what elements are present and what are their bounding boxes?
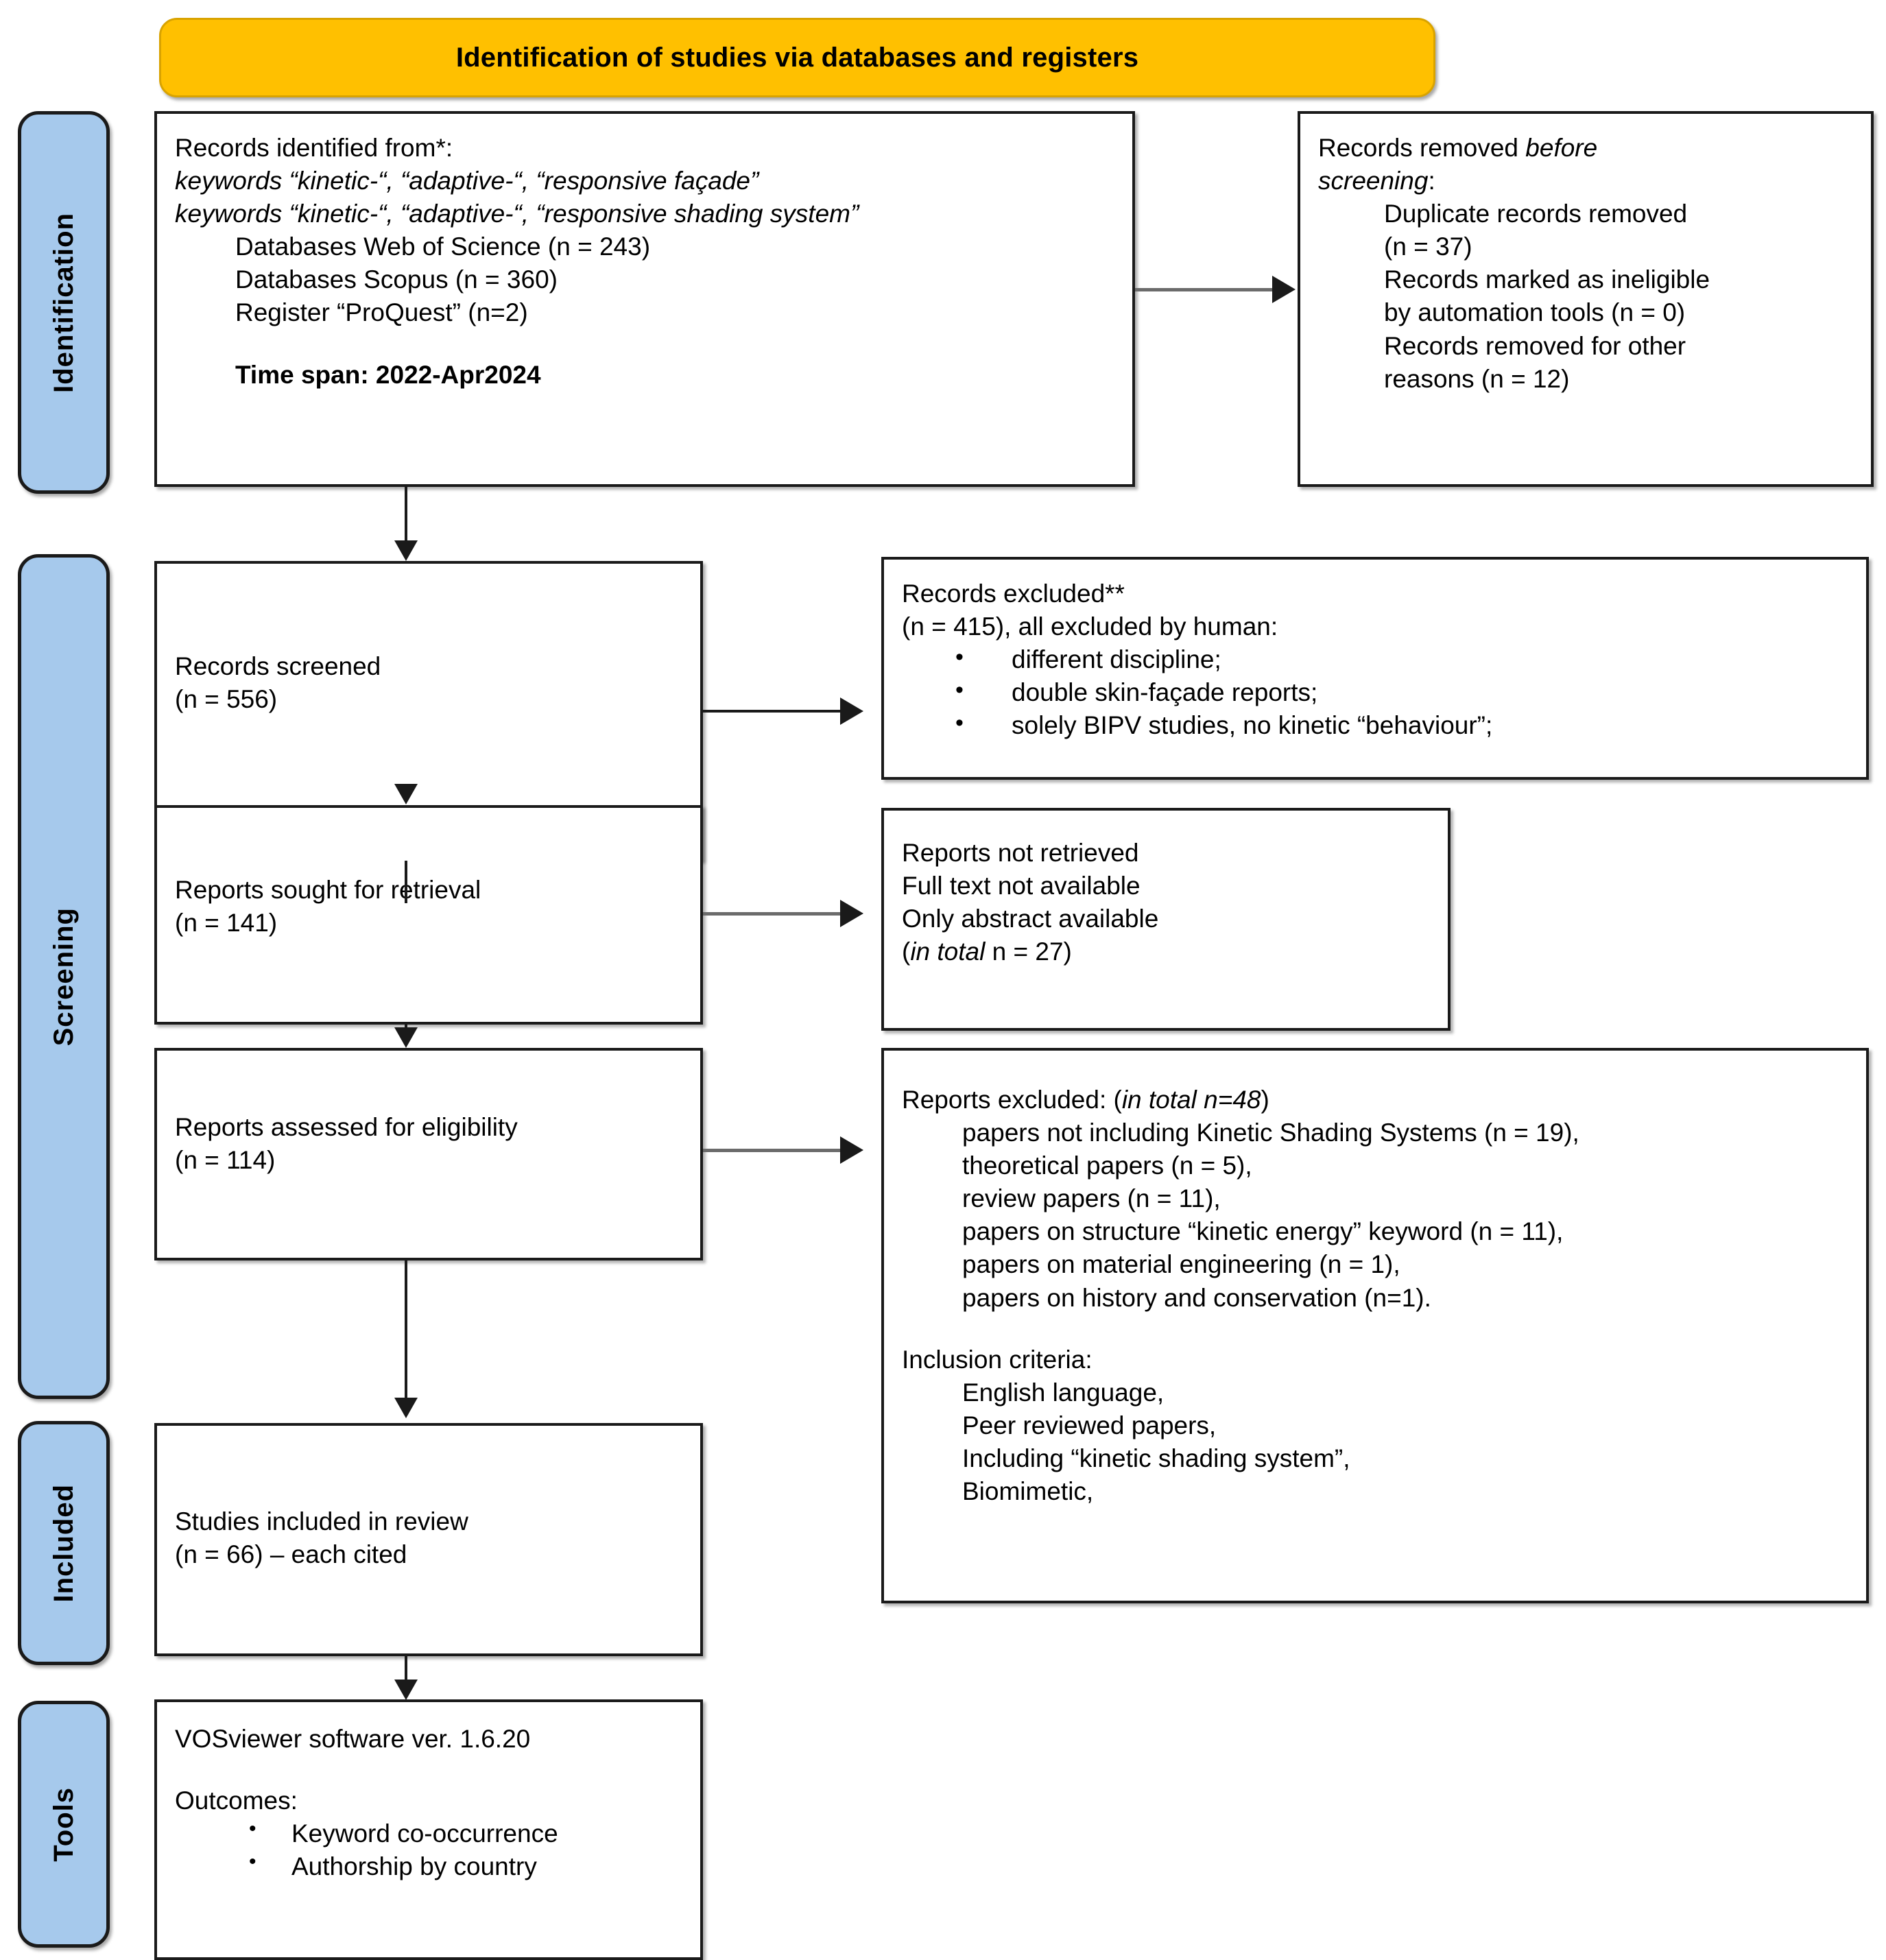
reports-assessed-line-1: Reports assessed for eligibility xyxy=(175,1113,518,1141)
phase-label-tools: Tools xyxy=(18,1701,110,1948)
phase-label-identification: Identification xyxy=(18,111,110,494)
reports-not-retrieved-intotal: in total xyxy=(910,937,986,966)
phase-label-included: Included xyxy=(18,1421,110,1665)
connector-assessed-to-repexcluded-line xyxy=(703,1149,840,1152)
inclusion-criteria-4: Biomimetic, xyxy=(962,1477,1094,1506)
reports-not-retrieved-line-2: Full text not available xyxy=(902,872,1141,900)
records-removed-heading-a: Records removed xyxy=(1318,134,1526,162)
reports-excluded-heading: Reports excluded: (in total n=48) xyxy=(902,1084,1848,1116)
diagram-title-banner: Identification of studies via databases … xyxy=(159,18,1435,97)
records-identified-heading: Records identified from*: xyxy=(175,134,453,162)
reports-excluded-heading-b: in total n=48 xyxy=(1121,1086,1261,1114)
records-removed-heading-b: before xyxy=(1525,134,1598,162)
records-removed-heading-d: : xyxy=(1428,167,1435,195)
connector-assessed-to-repexcluded-arrow xyxy=(840,1136,863,1164)
spacer xyxy=(175,1756,682,1784)
reports-excluded-reason-4: papers on structure “kinetic energy” key… xyxy=(962,1217,1564,1246)
connector-identified-to-screened-arrow xyxy=(394,540,418,561)
records-removed-item-1b: (n = 37) xyxy=(1384,232,1472,261)
records-removed-item-2a: Records marked as ineligible xyxy=(1384,265,1710,294)
phase-label-text: Tools xyxy=(48,1786,79,1862)
connector-identified-to-removed-arrow xyxy=(1272,276,1296,303)
records-removed-heading-line2: screening: xyxy=(1318,165,1853,198)
connector-sought-to-notretrieved-arrow xyxy=(840,900,863,927)
inclusion-criteria-heading: Inclusion criteria: xyxy=(902,1345,1093,1374)
spacer xyxy=(902,1315,1848,1343)
phase-label-text: Screening xyxy=(48,907,79,1047)
box-reports-assessed: Reports assessed for eligibility (n = 11… xyxy=(154,1048,703,1260)
reports-not-retrieved-line-4: (in total n = 27) xyxy=(902,937,1072,966)
reports-not-retrieved-line-1: Reports not retrieved xyxy=(902,839,1139,867)
connector-screened-to-excluded-arrow xyxy=(840,697,863,725)
connector-assessed-to-included-line xyxy=(405,1260,407,1398)
phase-label-text: Identification xyxy=(48,212,79,393)
reports-excluded-heading-a: Reports excluded: ( xyxy=(902,1086,1122,1114)
box-tools-vosviewer: VOSviewer software ver. 1.6.20 Outcomes:… xyxy=(154,1699,703,1960)
reports-sought-line-1: Reports sought for retrieval xyxy=(175,876,481,904)
box-reports-sought: Reports sought for retrieval (n = 141) xyxy=(154,805,703,1025)
spacer xyxy=(175,330,1114,359)
inclusion-criteria-2: Peer reviewed papers, xyxy=(962,1411,1217,1439)
records-excluded-subheading: (n = 415), all excluded by human: xyxy=(902,612,1278,641)
connector-sought-to-assessed-line xyxy=(405,1025,407,1027)
connector-screened-to-sought-arrow xyxy=(394,784,418,804)
records-removed-item-2b: by automation tools (n = 0) xyxy=(1384,298,1686,327)
tools-outcome-2: Authorship by country xyxy=(175,1848,682,1883)
connector-sought-to-notretrieved-line xyxy=(703,912,840,916)
records-excluded-bullet-1: different discipline; xyxy=(902,642,1848,676)
tools-software-line: VOSviewer software ver. 1.6.20 xyxy=(175,1725,531,1753)
records-removed-item-3a: Records removed for other xyxy=(1384,331,1686,360)
connector-screened-to-sought-line xyxy=(405,861,407,903)
inclusion-criteria-1: English language, xyxy=(962,1378,1165,1407)
reports-sought-line-2: (n = 141) xyxy=(175,909,278,937)
box-reports-excluded: Reports excluded: (in total n=48) papers… xyxy=(881,1048,1869,1603)
records-removed-item-1a: Duplicate records removed xyxy=(1384,200,1688,228)
box-reports-not-retrieved: Reports not retrieved Full text not avai… xyxy=(881,808,1451,1031)
records-excluded-heading: Records excluded** xyxy=(902,579,1125,608)
reports-excluded-heading-c: ) xyxy=(1261,1086,1269,1114)
diagram-title: Identification of studies via databases … xyxy=(455,42,1139,73)
box-studies-included: Studies included in review (n = 66) – ea… xyxy=(154,1423,703,1656)
reports-assessed-line-2: (n = 114) xyxy=(175,1146,276,1175)
reports-excluded-reason-5: papers on material engineering (n = 1), xyxy=(962,1250,1400,1279)
inclusion-criteria-3: Including “kinetic shading system”, xyxy=(962,1444,1350,1472)
connector-identified-to-removed-line xyxy=(1135,288,1272,291)
tools-outcomes-heading: Outcomes: xyxy=(175,1786,298,1815)
studies-included-line-1: Studies included in review xyxy=(175,1507,468,1535)
connector-included-to-tools-line xyxy=(405,1656,407,1680)
phase-label-text: Included xyxy=(48,1483,79,1603)
records-identified-keywords-2: keywords “kinetic-“, “adaptive-“, “respo… xyxy=(175,200,859,228)
records-identified-source-3: Register “ProQuest” (n=2) xyxy=(235,298,528,327)
reports-not-retrieved-line-3: Only abstract available xyxy=(902,905,1159,933)
records-removed-item-3b: reasons (n = 12) xyxy=(1384,364,1570,393)
tools-outcome-1: Keyword co-occurrence xyxy=(175,1815,682,1850)
records-removed-heading-line1: Records removed before xyxy=(1318,132,1853,165)
records-identified-keywords-1: keywords “kinetic-“, “adaptive-“, “respo… xyxy=(175,167,759,195)
connector-identified-to-screened-line xyxy=(405,487,407,540)
records-excluded-bullet-2: double skin-façade reports; xyxy=(902,675,1848,709)
phase-label-screening: Screening xyxy=(18,554,110,1399)
box-records-identified: Records identified from*: keywords “kine… xyxy=(154,111,1135,487)
connector-screened-to-excluded-line xyxy=(703,710,840,713)
connector-sought-to-assessed-arrow xyxy=(394,1027,418,1048)
reports-excluded-reason-1: papers not including Kinetic Shading Sys… xyxy=(962,1119,1579,1147)
records-screened-line-2: (n = 556) xyxy=(175,685,278,714)
records-excluded-bullet-3: solely BIPV studies, no kinetic “behavio… xyxy=(902,708,1848,742)
studies-included-line-2: (n = 66) – each cited xyxy=(175,1540,407,1569)
records-identified-source-2: Databases Scopus (n = 360) xyxy=(235,265,558,294)
reports-excluded-reason-3: review papers (n = 11), xyxy=(962,1184,1221,1213)
records-identified-source-1: Databases Web of Science (n = 243) xyxy=(235,232,651,261)
box-records-removed: Records removed before screening: Duplic… xyxy=(1298,111,1874,487)
connector-included-to-tools-arrow xyxy=(394,1680,418,1700)
reports-excluded-reason-2: theoretical papers (n = 5), xyxy=(962,1151,1252,1180)
records-identified-timespan: Time span: 2022-Apr2024 xyxy=(235,360,541,389)
box-records-excluded: Records excluded** (n = 415), all exclud… xyxy=(881,557,1869,780)
reports-not-retrieved-count: n = 27) xyxy=(985,937,1072,966)
records-removed-heading-c: screening xyxy=(1318,167,1429,195)
reports-excluded-reason-6: papers on history and conservation (n=1)… xyxy=(962,1283,1431,1312)
connector-assessed-to-included-arrow xyxy=(394,1398,418,1418)
records-screened-line-1: Records screened xyxy=(175,652,381,680)
